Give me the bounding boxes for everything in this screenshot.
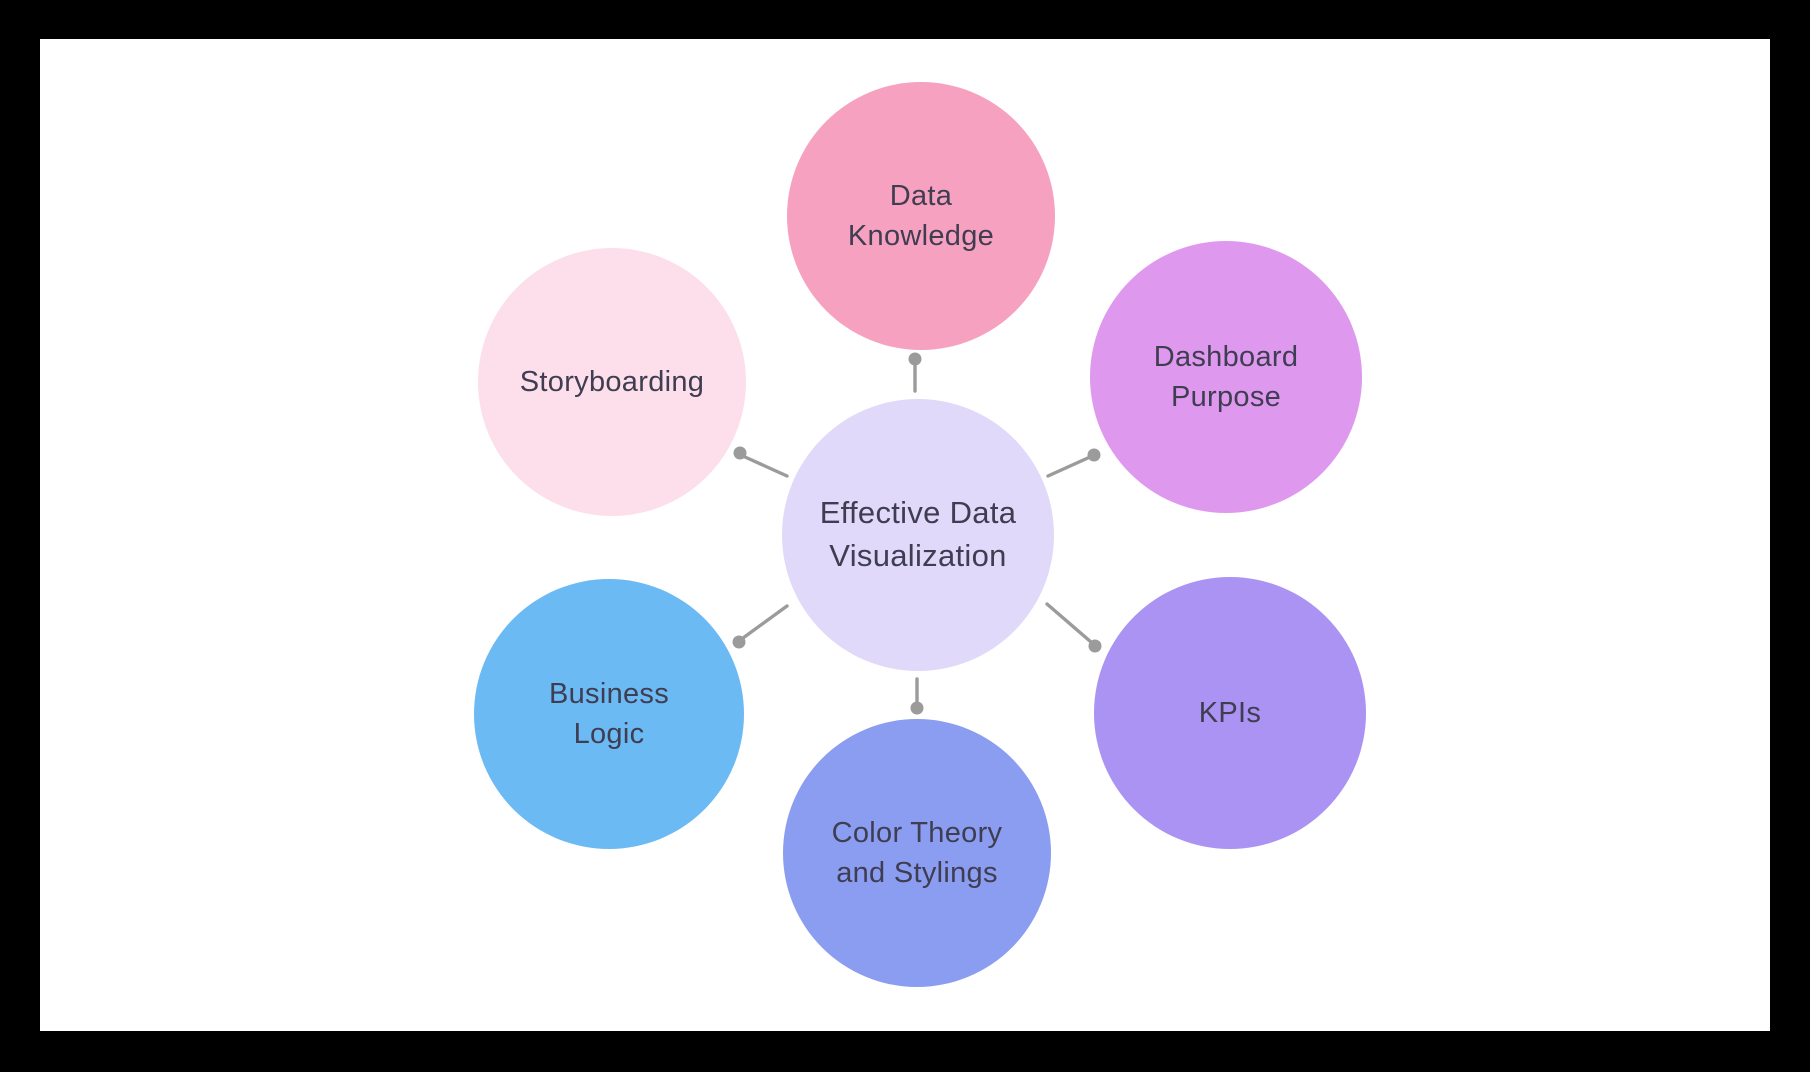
connector-dot xyxy=(732,635,746,649)
connector-business-logic xyxy=(732,604,789,649)
connector-dot xyxy=(1088,639,1102,653)
node-label: KPIs xyxy=(1198,696,1262,729)
node-color-theory-and-stylings: Color Theory and Stylings xyxy=(783,719,1051,987)
node-label: Storyboarding xyxy=(519,365,705,398)
connector-dashboard-purpose xyxy=(1046,448,1101,478)
node-dashboard-purpose: Dashboard Purpose xyxy=(1090,241,1362,513)
connector-line xyxy=(1045,602,1093,644)
node-label: Effective Data Visualization xyxy=(819,495,1017,573)
connector-line xyxy=(741,604,789,640)
node-data-knowledge: Data Knowledge xyxy=(787,82,1055,350)
node-label: Business Logic xyxy=(548,677,670,750)
connector-storyboarding xyxy=(733,446,789,478)
connector-dot xyxy=(733,446,747,460)
node-kpis: KPIs xyxy=(1094,577,1366,849)
connector-line xyxy=(743,455,789,478)
node-business-logic: Business Logic xyxy=(474,579,744,849)
connector-dot xyxy=(910,701,924,715)
diagram-canvas: Effective Data Visualization Data Knowle… xyxy=(40,39,1770,1031)
connector-kpis xyxy=(1045,602,1102,653)
node-effective-data-visualization: Effective Data Visualization xyxy=(782,399,1054,671)
connector-line xyxy=(1046,455,1092,478)
connector-color-theory xyxy=(910,677,924,715)
node-storyboarding: Storyboarding xyxy=(478,248,746,516)
connector-dot xyxy=(1087,448,1101,462)
connector-lines xyxy=(732,352,1102,715)
connector-dot xyxy=(908,352,922,366)
node-label: Dashboard Purpose xyxy=(1153,340,1299,413)
node-label: Data Knowledge xyxy=(847,179,995,252)
node-label: Color Theory and Stylings xyxy=(831,816,1003,889)
connector-data-knowledge xyxy=(908,352,922,393)
